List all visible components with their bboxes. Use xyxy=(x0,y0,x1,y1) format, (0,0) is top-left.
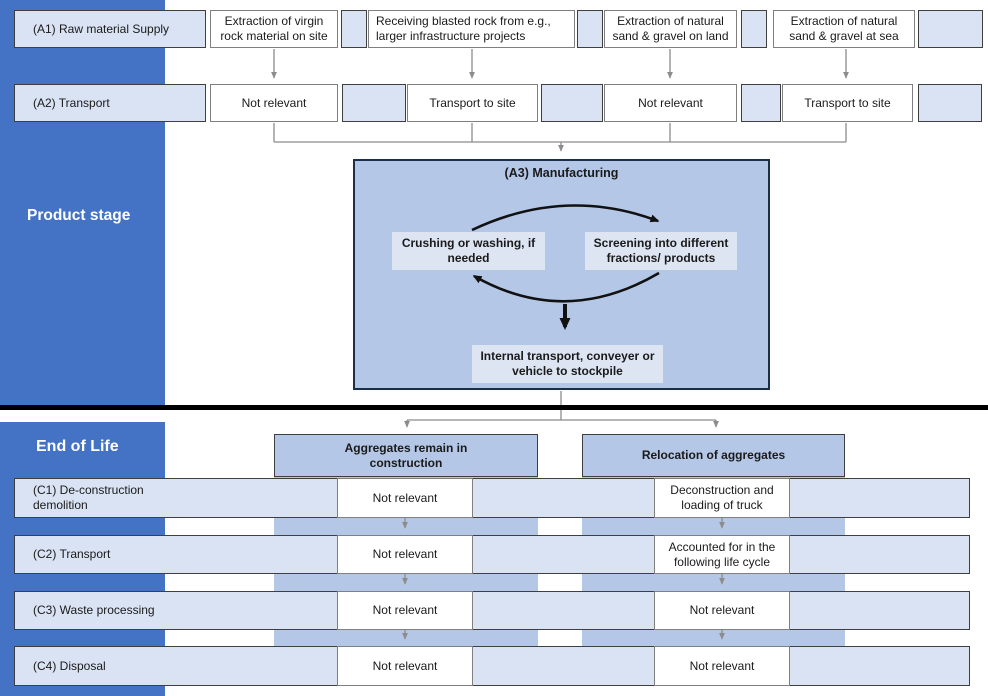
step-crushing: Crushing or washing, if needed xyxy=(392,232,545,270)
a2-cell-not-relevant-2: Not relevant xyxy=(604,84,737,122)
c1-relocation-cell: Deconstruction and loading of truck xyxy=(654,478,790,518)
c3-row-label: (C3) Waste processing xyxy=(33,603,155,618)
spacer-box xyxy=(341,10,367,48)
c4-relocation-cell: Not relevant xyxy=(654,646,790,686)
c3-relocation-cell: Not relevant xyxy=(654,591,790,630)
spacer-box xyxy=(918,10,983,48)
a2-cell-transport-2: Transport to site xyxy=(782,84,913,122)
product-stage-sidebar xyxy=(0,0,165,405)
a1-row-label-text: (A1) Raw material Supply xyxy=(33,21,170,36)
a2-cell-not-relevant-1: Not relevant xyxy=(210,84,338,122)
product-stage-title: Product stage xyxy=(27,207,131,224)
branch-remain-header: Aggregates remain in construction xyxy=(274,434,538,477)
spacer-box xyxy=(541,84,603,122)
step-internal-transport: Internal transport, conveyer or vehicle … xyxy=(472,345,663,383)
c2-row: (C2) Transport xyxy=(14,535,970,574)
c2-row-label: (C2) Transport xyxy=(33,547,111,562)
c4-row-label: (C4) Disposal xyxy=(33,658,106,673)
spacer-box xyxy=(741,84,781,122)
a2-row-label-text: (A2) Transport xyxy=(33,95,110,110)
a3-manufacturing-box: (A3) Manufacturing Crushing or washing, … xyxy=(353,159,770,390)
c1-row: (C1) De-construction demolition xyxy=(14,478,970,518)
end-of-life-title: End of Life xyxy=(36,438,119,455)
a1-row-label: (A1) Raw material Supply xyxy=(14,10,206,48)
step-screening: Screening into different fractions/ prod… xyxy=(585,232,737,270)
stage-divider xyxy=(0,405,988,410)
c4-remain-cell: Not relevant xyxy=(337,646,473,686)
spacer-box xyxy=(577,10,603,48)
c1-remain-cell: Not relevant xyxy=(337,478,473,518)
a1-cell-sand-land: Extraction of natural sand & gravel on l… xyxy=(604,10,737,48)
spacer-box xyxy=(918,84,982,122)
c4-row: (C4) Disposal xyxy=(14,646,970,686)
a2-row-label: (A2) Transport xyxy=(14,84,206,122)
a3-manufacturing-title: (A3) Manufacturing xyxy=(504,166,619,180)
branch-relocation-header: Relocation of aggregates xyxy=(582,434,845,477)
spacer-box xyxy=(741,10,767,48)
c3-remain-cell: Not relevant xyxy=(337,591,473,630)
a2-cell-transport-1: Transport to site xyxy=(407,84,538,122)
spacer-box xyxy=(342,84,406,122)
c2-relocation-cell: Accounted for in the following life cycl… xyxy=(654,535,790,574)
a1-cell-virgin-rock: Extraction of virgin rock material on si… xyxy=(210,10,338,48)
c2-remain-cell: Not relevant xyxy=(337,535,473,574)
a1-cell-blasted-rock: Receiving blasted rock from e.g., larger… xyxy=(368,10,575,48)
c1-row-label: (C1) De-construction demolition xyxy=(33,483,144,512)
c3-row: (C3) Waste processing xyxy=(14,591,970,630)
a1-cell-sand-sea: Extraction of natural sand & gravel at s… xyxy=(773,10,915,48)
